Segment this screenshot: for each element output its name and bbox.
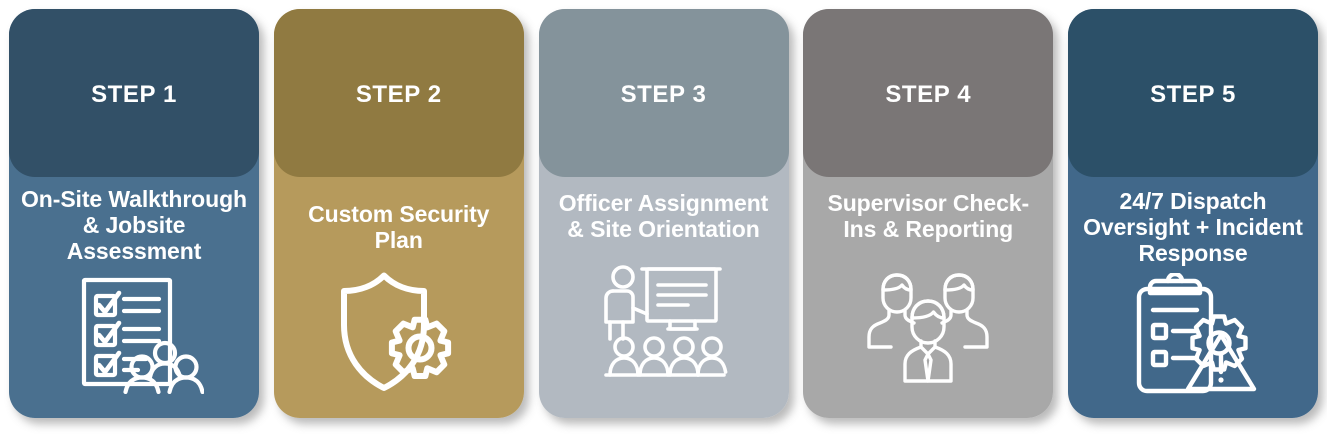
step-card-4[interactable]: STEP 4 Supervisor Check-Ins & Reporting <box>803 9 1054 418</box>
step-label-1: STEP 1 <box>91 81 177 108</box>
step-card-1[interactable]: STEP 1 On-Site Walkthrough & Jobsite Ass… <box>9 9 259 418</box>
shield-gear-icon <box>282 253 516 418</box>
card-content-2: Custom Security Plan <box>274 177 524 418</box>
step-label-4: STEP 4 <box>885 81 972 108</box>
step-label-3: STEP 3 <box>620 81 707 108</box>
card-title-1: On-Site Walkthrough & Jobsite Assessment <box>21 186 247 265</box>
card-title-2: Custom Security Plan <box>308 201 490 254</box>
step-card-2[interactable]: STEP 2 Custom Security Plan <box>273 9 524 418</box>
step-label-5: STEP 5 <box>1150 81 1236 108</box>
card-header-2: STEP 2 <box>273 9 524 177</box>
card-header-5: STEP 5 <box>1068 9 1318 177</box>
step-card-5[interactable]: STEP 5 24/7 Dispatch Oversight + Inciden… <box>1068 9 1318 418</box>
card-content-1: On-Site Walkthrough & Jobsite Assessment <box>9 177 259 418</box>
card-header-4: STEP 4 <box>803 9 1054 177</box>
checklist-people-icon <box>17 265 251 418</box>
training-presentation-icon <box>547 242 781 418</box>
card-content-3: Officer Assignment & Site Orientation <box>539 177 789 418</box>
card-title-3: Officer Assignment & Site Orientation <box>558 190 769 243</box>
card-content-5: 24/7 Dispatch Oversight + Incident Respo… <box>1068 177 1318 418</box>
clipboard-gear-alert-icon <box>1076 267 1310 418</box>
step-card-3[interactable]: STEP 3 Officer Assignment & Site Orienta… <box>538 9 789 418</box>
card-title-4: Supervisor Check-Ins & Reporting <box>827 190 1030 243</box>
team-three-people-icon <box>811 242 1045 418</box>
card-content-4: Supervisor Check-Ins & Reporting <box>803 177 1053 418</box>
card-header-1: STEP 1 <box>9 9 259 177</box>
card-title-5: 24/7 Dispatch Oversight + Incident Respo… <box>1083 188 1303 267</box>
step-label-2: STEP 2 <box>355 81 442 108</box>
card-header-3: STEP 3 <box>538 9 789 177</box>
